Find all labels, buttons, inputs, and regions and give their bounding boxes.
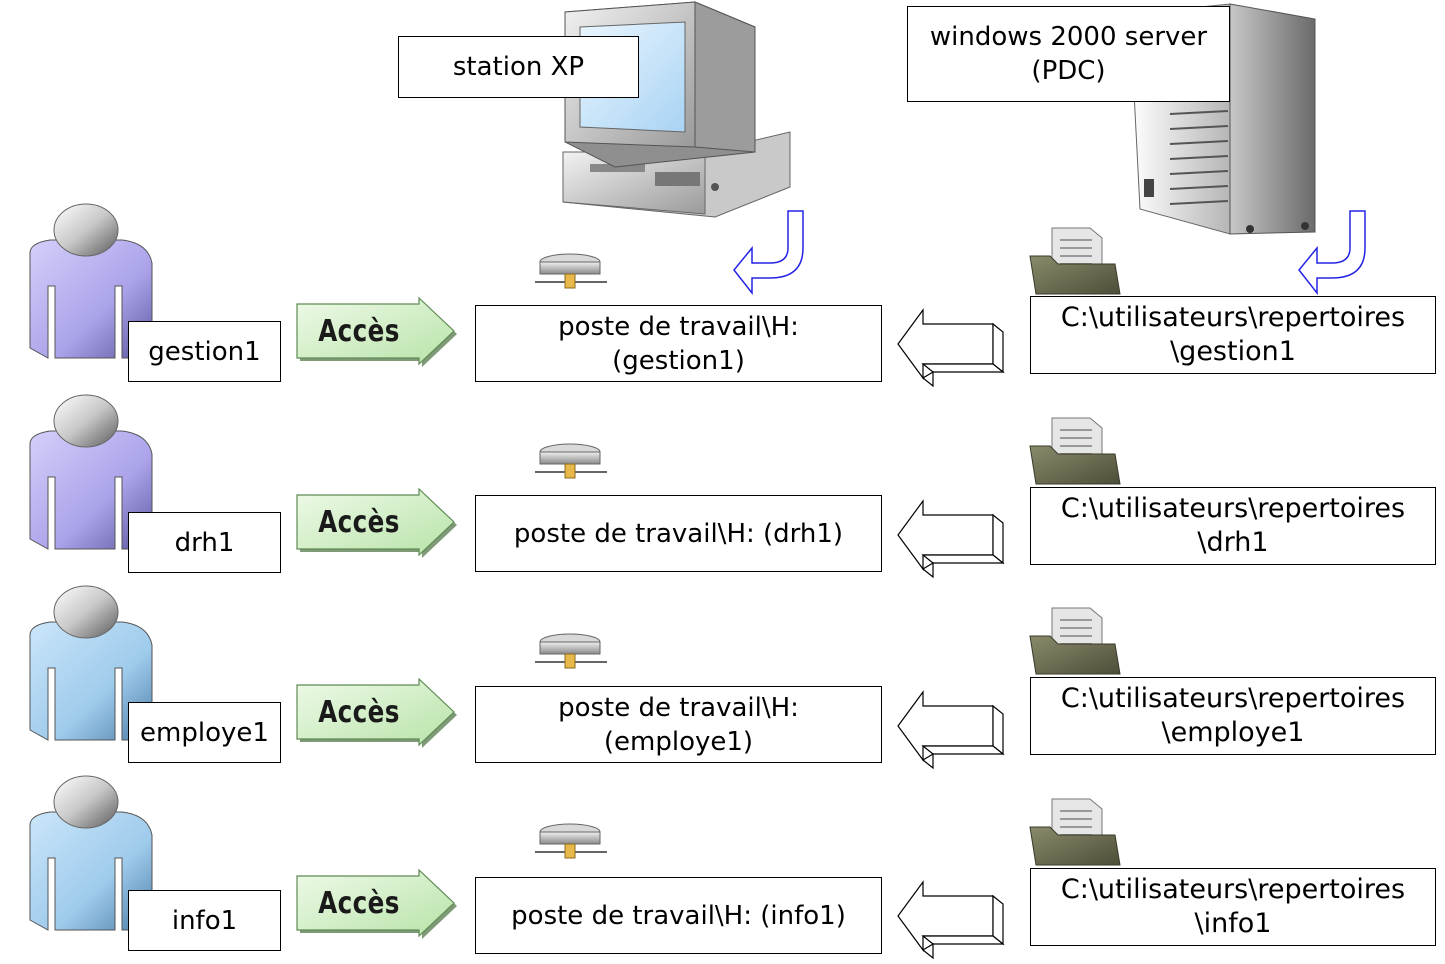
shared-folder-icon [1029, 607, 1121, 675]
shared-folder-icon [1029, 798, 1121, 866]
workstation-label: station XP [398, 36, 639, 98]
access-arrow: Accès [294, 487, 459, 558]
user-name-label: gestion1 [128, 321, 281, 382]
user-folder-path: C:\utilisateurs\repertoires \drh1 [1030, 487, 1436, 565]
curved-arrow-workstation-icon [733, 210, 804, 296]
network-drive-label: poste de travail\H: (gestion1) [475, 305, 882, 382]
user-folder-path: C:\utilisateurs\repertoires \gestion1 [1030, 296, 1436, 374]
network-drive-label: poste de travail\H: (drh1) [475, 495, 882, 572]
network-drive-icon [535, 823, 607, 859]
hollow-left-arrow-icon [897, 499, 1005, 579]
network-drive-icon [535, 633, 607, 669]
user-name-label: drh1 [128, 512, 281, 573]
access-arrow-shape-icon [296, 296, 457, 367]
shared-folder-icon [1029, 417, 1121, 485]
access-arrow-shape-icon [296, 868, 457, 939]
access-arrow-shape-icon [296, 677, 457, 748]
access-arrow: Accès [294, 677, 459, 748]
access-arrow-label: Accès [318, 313, 400, 349]
user-figure-icon [29, 775, 153, 931]
access-arrow-label: Accès [318, 885, 400, 921]
curved-arrow-server-icon [1298, 210, 1366, 296]
network-drive-label: poste de travail\H: (info1) [475, 877, 882, 954]
user-folder-path: C:\utilisateurs\repertoires \employe1 [1030, 677, 1436, 755]
user-figure-icon [29, 585, 153, 741]
hollow-left-arrow-icon [897, 308, 1005, 388]
server-label: windows 2000 server (PDC) [907, 6, 1230, 102]
user-folder-path: C:\utilisateurs\repertoires \info1 [1030, 868, 1436, 946]
user-name-label: employe1 [128, 702, 281, 763]
user-figure-icon [29, 394, 153, 550]
workstation-label-text: station XP [452, 52, 585, 82]
hollow-left-arrow-icon [897, 690, 1005, 770]
network-drive-icon [535, 253, 607, 289]
access-arrow: Accès [294, 868, 459, 939]
workstation-computer-icon [562, 1, 791, 218]
access-arrow-label: Accès [318, 504, 400, 540]
network-drive-icon [535, 443, 607, 479]
access-arrow-shape-icon [296, 487, 457, 558]
user-figure-icon [29, 203, 153, 359]
shared-folder-icon [1029, 227, 1121, 295]
access-arrow: Accès [294, 296, 459, 367]
network-drive-label: poste de travail\H: (employe1) [475, 686, 882, 763]
access-arrow-label: Accès [318, 694, 400, 730]
server-label-text: windows 2000 server (PDC) [929, 22, 1208, 86]
user-name-label: info1 [128, 890, 281, 951]
hollow-left-arrow-icon [897, 880, 1005, 960]
